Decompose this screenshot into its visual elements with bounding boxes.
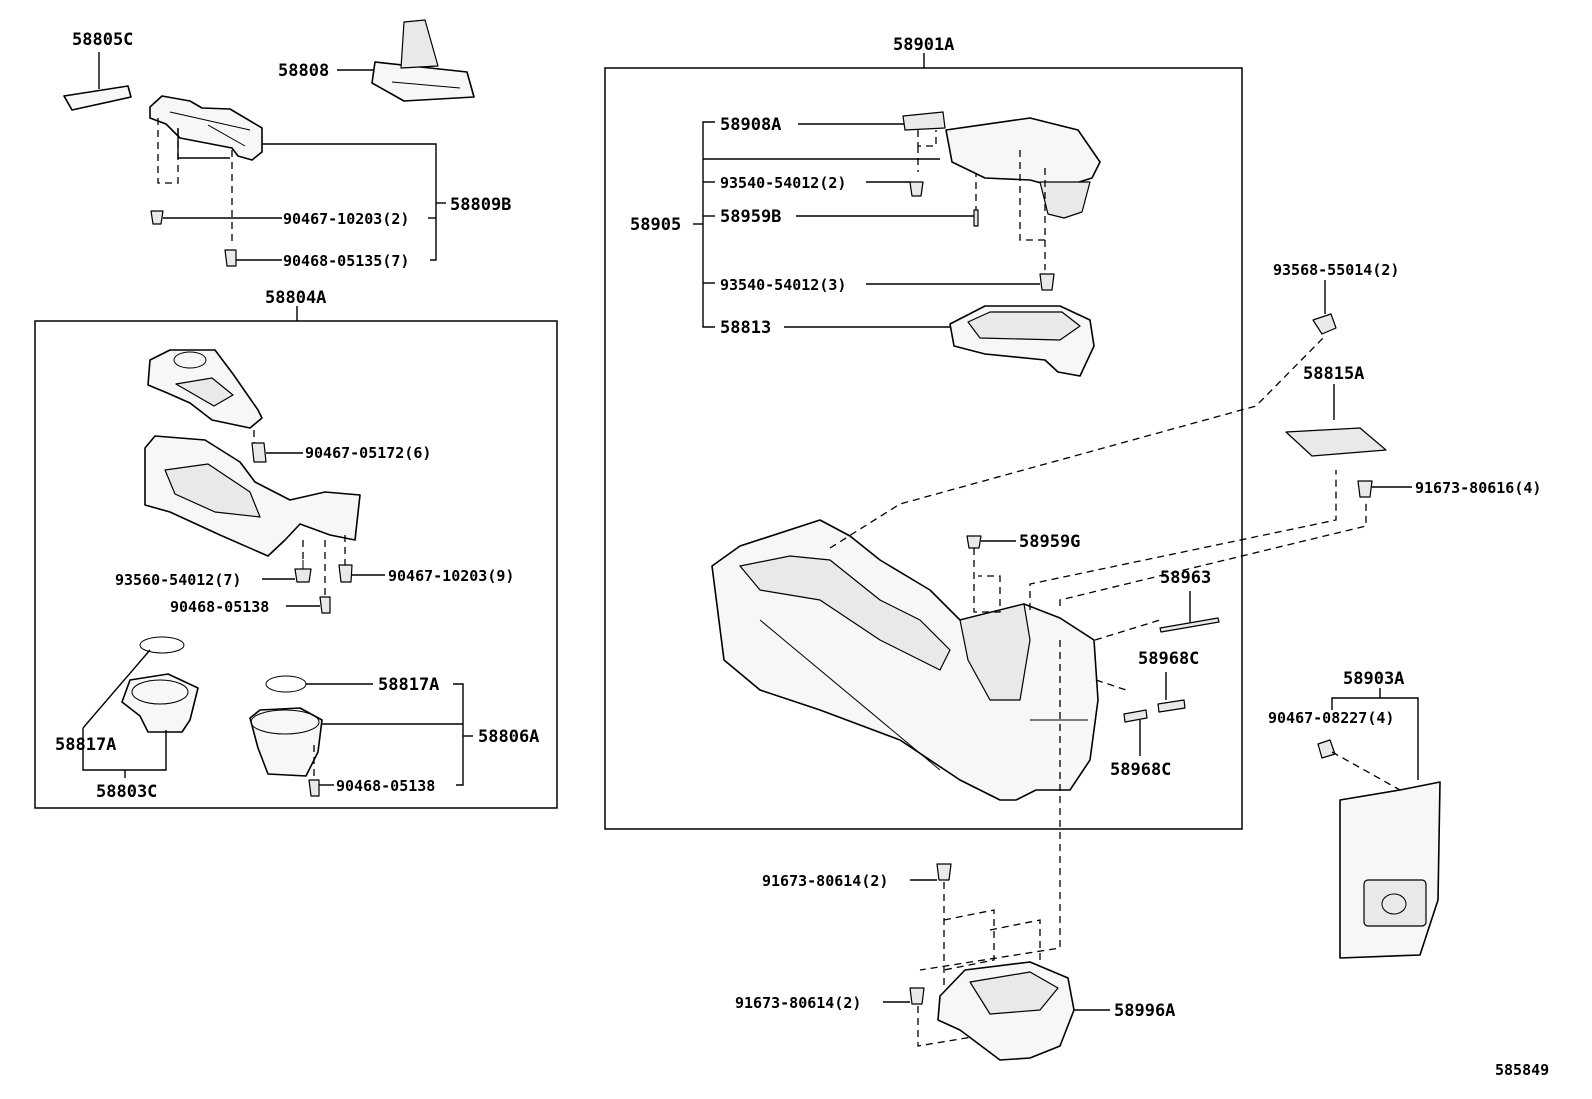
label-58968C-lower: 58968C — [1110, 760, 1171, 780]
label-93540-54012-3: 93540-54012(3) — [720, 276, 846, 294]
label-58806A: 58806A — [478, 727, 539, 747]
label-58815A: 58815A — [1303, 364, 1364, 384]
label-91673-80616-4: 91673-80616(4) — [1415, 479, 1541, 497]
clip-icon — [308, 779, 320, 797]
label-90467-10203-9: 90467-10203(9) — [388, 567, 514, 585]
label-58803C: 58803C — [96, 782, 157, 802]
label-58901A: 58901A — [893, 35, 954, 55]
part-58815A-pad — [1285, 427, 1387, 457]
part-58903A-side-panel — [1339, 781, 1441, 959]
label-58959G: 58959G — [1019, 532, 1080, 552]
part-58817A-ring-right — [265, 675, 307, 693]
part-58808-shift-boot — [371, 61, 475, 102]
part-58817A-ring-left — [139, 636, 185, 654]
label-58959B: 58959B — [720, 207, 781, 227]
part-58963-rod — [1159, 617, 1220, 633]
label-58817A-left: 58817A — [55, 735, 116, 755]
label-58963: 58963 — [1160, 568, 1211, 588]
clip-icon — [251, 442, 267, 463]
label-90467-05172-6: 90467-05172(6) — [305, 444, 431, 462]
part-armrest-lid — [945, 117, 1101, 189]
label-58809B: 58809B — [450, 195, 511, 215]
screw-icon — [936, 863, 952, 881]
clip-icon — [1317, 739, 1336, 759]
clip-icon — [338, 564, 353, 583]
label-58808: 58808 — [278, 61, 329, 81]
label-90468-05138-b: 90468-05138 — [336, 777, 435, 795]
pin-icon — [973, 209, 979, 227]
part-58805C-cover — [63, 85, 132, 111]
label-58905: 58905 — [630, 215, 681, 235]
screw-icon — [966, 535, 982, 549]
clip-icon — [150, 210, 164, 225]
screw-icon — [909, 987, 925, 1005]
clip-icon — [224, 249, 237, 267]
label-58908A: 58908A — [720, 115, 781, 135]
clip-icon — [319, 596, 331, 614]
screw-icon — [909, 181, 924, 197]
screw-icon — [1312, 313, 1337, 335]
part-58908A-hinge — [902, 111, 946, 131]
label-91673-80614-2-lower: 91673-80614(2) — [735, 994, 861, 1012]
label-90468-05135-7: 90468-05135(7) — [283, 252, 409, 270]
label-58805C: 58805C — [72, 30, 133, 50]
screw-icon — [1357, 480, 1373, 498]
label-58817A-right: 58817A — [378, 675, 439, 695]
label-93560-54012-7: 93560-54012(7) — [115, 571, 241, 589]
screw-icon — [294, 568, 312, 583]
label-58804A: 58804A — [265, 288, 326, 308]
group-box-58804A — [34, 320, 558, 809]
label-58813: 58813 — [720, 318, 771, 338]
label-90467-10203-2: 90467-10203(2) — [283, 210, 409, 228]
part-58809B-shift-bezel — [149, 95, 263, 161]
label-58968C-upper: 58968C — [1138, 649, 1199, 669]
part-58803C-cup-holder — [121, 673, 199, 733]
pin-icon — [1123, 709, 1148, 723]
label-58996A: 58996A — [1114, 1001, 1175, 1021]
pin-icon — [1157, 699, 1186, 713]
label-91673-80614-2-upper: 91673-80614(2) — [762, 872, 888, 890]
part-58806A-cup-holder — [249, 707, 323, 777]
label-58903A: 58903A — [1343, 669, 1404, 689]
label-90467-08227-4: 90467-08227(4) — [1268, 709, 1394, 727]
label-93540-54012-2: 93540-54012(2) — [720, 174, 846, 192]
diagram-code: 585849 — [1495, 1061, 1549, 1079]
label-93568-55014-2: 93568-55014(2) — [1273, 261, 1399, 279]
screw-icon — [1039, 273, 1055, 291]
label-90468-05138-a: 90468-05138 — [170, 598, 269, 616]
